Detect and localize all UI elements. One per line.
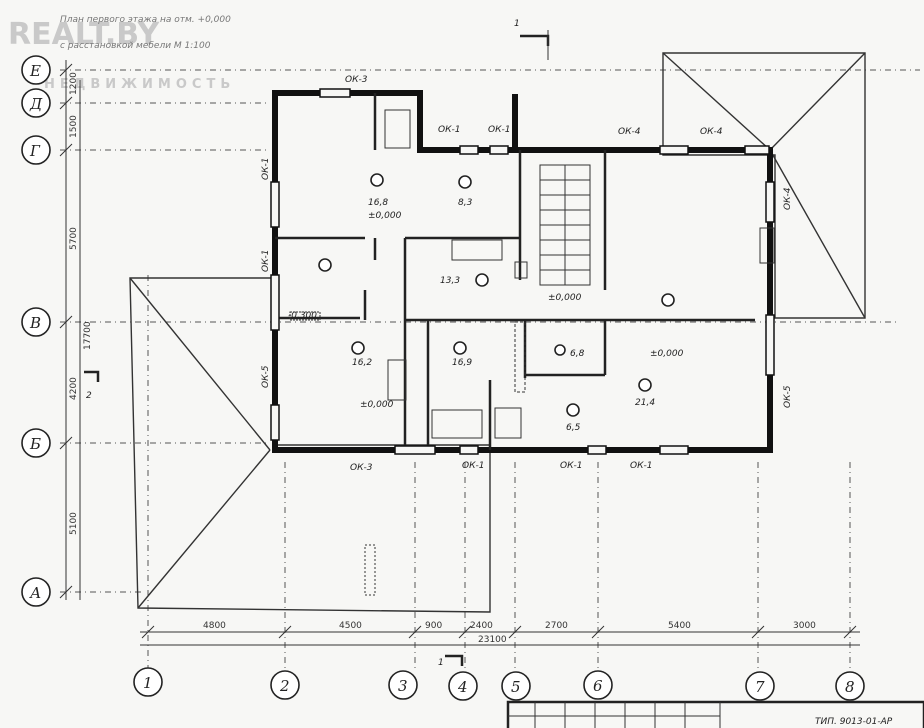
window-mark: ОК-5 xyxy=(783,385,793,408)
window-mark: ОК-1 xyxy=(488,125,510,135)
dim-2700: 2700 xyxy=(545,621,568,631)
staircase xyxy=(539,164,591,286)
room-labels: 16,8 8,3 13,3 16,2 16,9 6,8 21,4 6,5 xyxy=(318,173,675,433)
dim-1200: 1200 xyxy=(69,72,79,95)
room-number-bubble xyxy=(661,293,675,307)
dimension-chain-bottom xyxy=(140,625,860,646)
axis-label-6: 6 xyxy=(593,677,603,695)
window-mark: ОК-1 xyxy=(261,158,271,180)
room-area: 16,8 xyxy=(368,198,388,208)
stamp-code: ТИП. 9013-01-АР xyxy=(815,717,893,727)
exterior-walls xyxy=(272,90,773,453)
window-mark: ОК-4 xyxy=(618,127,641,137)
dim-4500: 4500 xyxy=(339,621,362,631)
room-number-bubble xyxy=(453,341,467,355)
axis-bubbles-numbers: 1 2 3 4 5 6 7 8 xyxy=(133,667,865,701)
axis-label-e: Е xyxy=(29,62,41,80)
grid-axes-vertical xyxy=(147,275,851,668)
section-mark: 1 xyxy=(514,19,520,29)
room-number-bubble xyxy=(351,341,365,355)
window-mark: ОК-1 xyxy=(462,461,484,471)
axis-label-4: 4 xyxy=(457,678,468,696)
drawing-title-line1: План первого этажа на отм. +0,000 xyxy=(60,15,231,25)
level-mark: ±0,000 xyxy=(650,349,684,359)
dim-3000: 3000 xyxy=(793,621,816,631)
dim-1500: 1500 xyxy=(69,115,79,138)
axis-label-8: 8 xyxy=(845,678,855,696)
watermark-tagline: НЕДВИЖИМОСТЬ xyxy=(44,77,235,92)
drawing-title-line2: с расстановкой мебели М 1:100 xyxy=(60,41,211,51)
axis-label-g: Г xyxy=(29,142,41,160)
window-mark: ОК-3 xyxy=(350,463,373,473)
axis-label-5: 5 xyxy=(511,678,521,696)
dim-4200: 4200 xyxy=(69,377,79,400)
axis-label-7: 7 xyxy=(755,678,765,696)
axis-label-3: 3 xyxy=(398,677,408,695)
window-mark: ОК-1 xyxy=(560,461,582,471)
dimension-texts: 4800 4500 900 2400 2700 5400 3000 23100 … xyxy=(69,72,816,645)
dim-5400: 5400 xyxy=(668,621,691,631)
room-number-bubble xyxy=(554,344,566,356)
axis-label-b: Б xyxy=(29,435,41,453)
axis-label-d: Д xyxy=(29,95,43,113)
axis-label-2: 2 xyxy=(279,677,290,695)
room-number-bubble xyxy=(458,175,472,189)
window-mark: ОК-1 xyxy=(630,461,652,471)
roof-right xyxy=(662,52,866,319)
dim-900: 900 xyxy=(425,621,442,631)
room-area: 6,8 xyxy=(570,349,585,359)
section-marks: 1 1 2 xyxy=(84,19,550,668)
grid-axes-horizontal xyxy=(60,69,920,593)
room-area: 13,3 xyxy=(440,276,460,286)
level-mark: -0,300 xyxy=(288,311,317,321)
interior-walls xyxy=(275,93,755,450)
axis-label-1: 1 xyxy=(143,674,153,692)
room-area: 21,4 xyxy=(635,398,655,408)
room-area: 8,3 xyxy=(458,198,473,208)
room-number-bubble xyxy=(475,273,489,287)
window-mark: ОК-1 xyxy=(438,125,460,135)
section-mark: 1 xyxy=(438,658,444,668)
section-mark: 2 xyxy=(86,391,92,401)
level-mark: ±0,000 xyxy=(360,400,394,410)
window-marks: ОК-3 ОК-1 ОК-1 ОК-4 ОК-4 ОК-1 ОК-1 ОК-4 … xyxy=(261,75,793,473)
window-mark: ОК-3 xyxy=(345,75,368,85)
dim-5700: 5700 xyxy=(69,227,79,250)
window-mark: ОК-1 xyxy=(261,250,271,272)
room-number-bubble xyxy=(370,173,384,187)
axis-label-v: В xyxy=(29,314,41,332)
windows xyxy=(270,88,775,455)
window-mark: ОК-5 xyxy=(261,365,271,388)
room-number-bubble xyxy=(566,403,580,417)
dim-total-bottom: 23100 xyxy=(478,635,507,645)
room-number-bubble xyxy=(318,258,332,272)
window-mark: ОК-4 xyxy=(700,127,723,137)
level-marks: ±0,000 ±0,000 -0,300 ±0,000 ±0,000 xyxy=(288,211,684,410)
watermark-logo: REALT.BY xyxy=(8,17,160,52)
room-area: 16,9 xyxy=(452,358,472,368)
dim-5100: 5100 xyxy=(69,512,79,535)
dimension-chain-left xyxy=(59,60,81,600)
room-area: 6,5 xyxy=(566,423,581,433)
dim-4800: 4800 xyxy=(203,621,226,631)
room-number-bubble xyxy=(638,378,652,392)
title-block: ТИП. 9013-01-АР xyxy=(506,700,924,728)
level-mark: ±0,000 xyxy=(548,293,582,303)
roof-left xyxy=(129,277,491,613)
axis-label-a: А xyxy=(29,584,41,602)
furniture xyxy=(289,109,775,596)
window-mark: ОК-4 xyxy=(783,187,793,210)
axis-bubbles-letters: Е Д Г В Б А xyxy=(21,55,51,607)
dim-total-left: 17700 xyxy=(83,321,93,350)
level-mark: ±0,000 xyxy=(368,211,402,221)
room-area: 16,2 xyxy=(352,358,372,368)
dim-2400: 2400 xyxy=(470,621,493,631)
